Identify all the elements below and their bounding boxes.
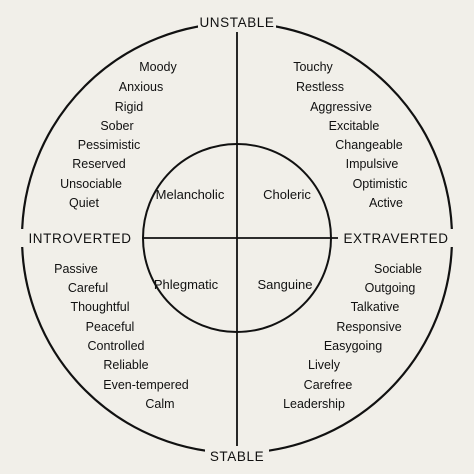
trait-label: Excitable [329, 119, 380, 133]
trait-label: Talkative [351, 300, 400, 314]
axis-label-stable: STABLE [210, 449, 264, 464]
trait-label: Reliable [103, 358, 148, 372]
right-label-bg [338, 229, 456, 247]
trait-label: Careful [68, 281, 108, 295]
trait-label: Quiet [69, 196, 99, 210]
trait-label: Sober [100, 119, 133, 133]
trait-label: Changeable [335, 138, 402, 152]
left-label-bg [18, 229, 142, 247]
trait-label: Leadership [283, 397, 345, 411]
axis-label-introverted: INTROVERTED [28, 231, 131, 246]
trait-label: Unsociable [60, 177, 122, 191]
axis-label-unstable: UNSTABLE [199, 15, 274, 30]
trait-label: Lively [308, 358, 341, 372]
temperament-choleric: Choleric [263, 187, 311, 202]
trait-label: Anxious [119, 80, 163, 94]
trait-label: Controlled [88, 339, 145, 353]
trait-label: Sociable [374, 262, 422, 276]
trait-label: Optimistic [353, 177, 408, 191]
axis-label-extraverted: EXTRAVERTED [343, 231, 448, 246]
trait-label: Reserved [72, 157, 126, 171]
trait-label: Aggressive [310, 100, 372, 114]
trait-label: Carefree [304, 378, 353, 392]
trait-label: Moody [139, 60, 177, 74]
trait-label: Impulsive [346, 157, 399, 171]
trait-label: Restless [296, 80, 344, 94]
trait-label: Easygoing [324, 339, 382, 353]
trait-label: Active [369, 196, 403, 210]
trait-label: Even-tempered [103, 378, 189, 392]
bottom-label-bg [205, 446, 269, 466]
trait-label: Calm [145, 397, 174, 411]
trait-label: Thoughtful [70, 300, 129, 314]
trait-label: Outgoing [365, 281, 416, 295]
trait-label: Responsive [336, 320, 401, 334]
trait-label: Rigid [115, 100, 144, 114]
top-label-bg [198, 12, 276, 32]
temperament-sanguine: Sanguine [258, 277, 313, 292]
trait-label: Touchy [293, 60, 333, 74]
temperament-melancholic: Melancholic [156, 187, 225, 202]
trait-label: Pessimistic [78, 138, 141, 152]
trait-label: Peaceful [86, 320, 135, 334]
temperament-phlegmatic: Phlegmatic [154, 277, 219, 292]
trait-label: Passive [54, 262, 98, 276]
